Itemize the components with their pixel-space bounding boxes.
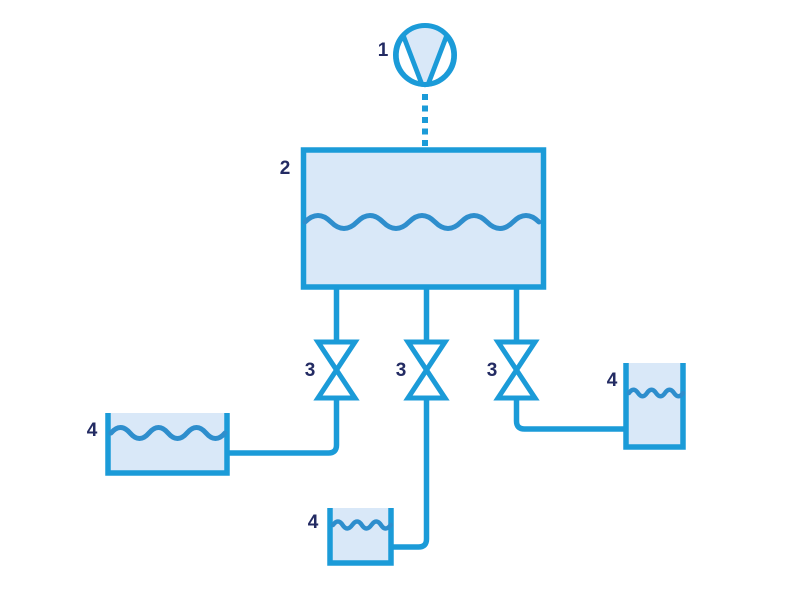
tank: 2 (280, 147, 547, 290)
vessel-3: 4 (607, 363, 686, 450)
pipe-valve-2-to-vessel-2 (392, 395, 430, 550)
valve-1-icon: 3 (305, 339, 360, 401)
valve-1-body (313, 339, 360, 401)
pump-label: 1 (378, 40, 389, 61)
pipe-valve-3-to-vessel-3 (513, 395, 627, 432)
vessel-2-body (327, 508, 394, 566)
valve-2-body (403, 339, 450, 401)
vessel-3-label: 4 (607, 370, 618, 391)
vessel-3-body (623, 363, 686, 450)
tank-water-wave (302, 213, 542, 231)
vessel-2-label: 4 (308, 512, 319, 533)
vessel-1-body (105, 413, 230, 476)
pump-vane-right (424, 31, 457, 88)
tank-body (300, 147, 547, 290)
valve-3-label: 3 (487, 360, 498, 381)
vessel-1-water-wave (108, 425, 228, 441)
tank-label: 2 (280, 158, 291, 179)
valve-2-icon: 3 (396, 339, 450, 401)
vessel-2: 4 (308, 508, 394, 566)
vessel-1-label: 4 (87, 420, 98, 441)
valve-3-icon: 3 (487, 339, 540, 401)
pipe-valve-1-to-vessel-1 (228, 395, 340, 456)
pump-icon: 1 (378, 23, 457, 88)
vessel-3-water-wave (626, 387, 686, 399)
valve-3-body (493, 339, 540, 401)
vessel-1: 4 (87, 413, 230, 476)
valve-2-label: 3 (396, 360, 407, 381)
pump-vane-left (393, 31, 426, 88)
vessel-2-water-wave (330, 519, 393, 531)
valve-1-label: 3 (305, 360, 316, 381)
